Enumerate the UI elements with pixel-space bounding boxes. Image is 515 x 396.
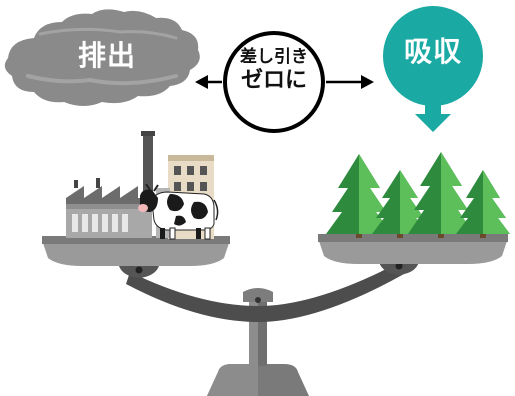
down-arrow-icon [415, 104, 451, 132]
left-arrow-icon [195, 75, 222, 89]
left-pan [42, 236, 230, 266]
emission-label: 排出 [77, 39, 136, 72]
net-zero-line1: 差し引き [240, 47, 308, 67]
scale-beam [126, 262, 404, 322]
balance-scale [118, 258, 420, 396]
absorption-badge [383, 6, 483, 106]
net-zero-label: 差し引き ゼロに [224, 47, 324, 93]
cow-icon [138, 183, 219, 240]
factory-icon [66, 131, 155, 238]
right-arrow-icon [326, 75, 374, 89]
net-zero-badge [223, 31, 325, 133]
right-pan [318, 234, 508, 264]
absorption-label: 吸収 [403, 35, 462, 68]
emission-cloud [4, 9, 200, 106]
tree-icon [326, 152, 510, 238]
net-zero-line2: ゼロに [240, 67, 307, 93]
